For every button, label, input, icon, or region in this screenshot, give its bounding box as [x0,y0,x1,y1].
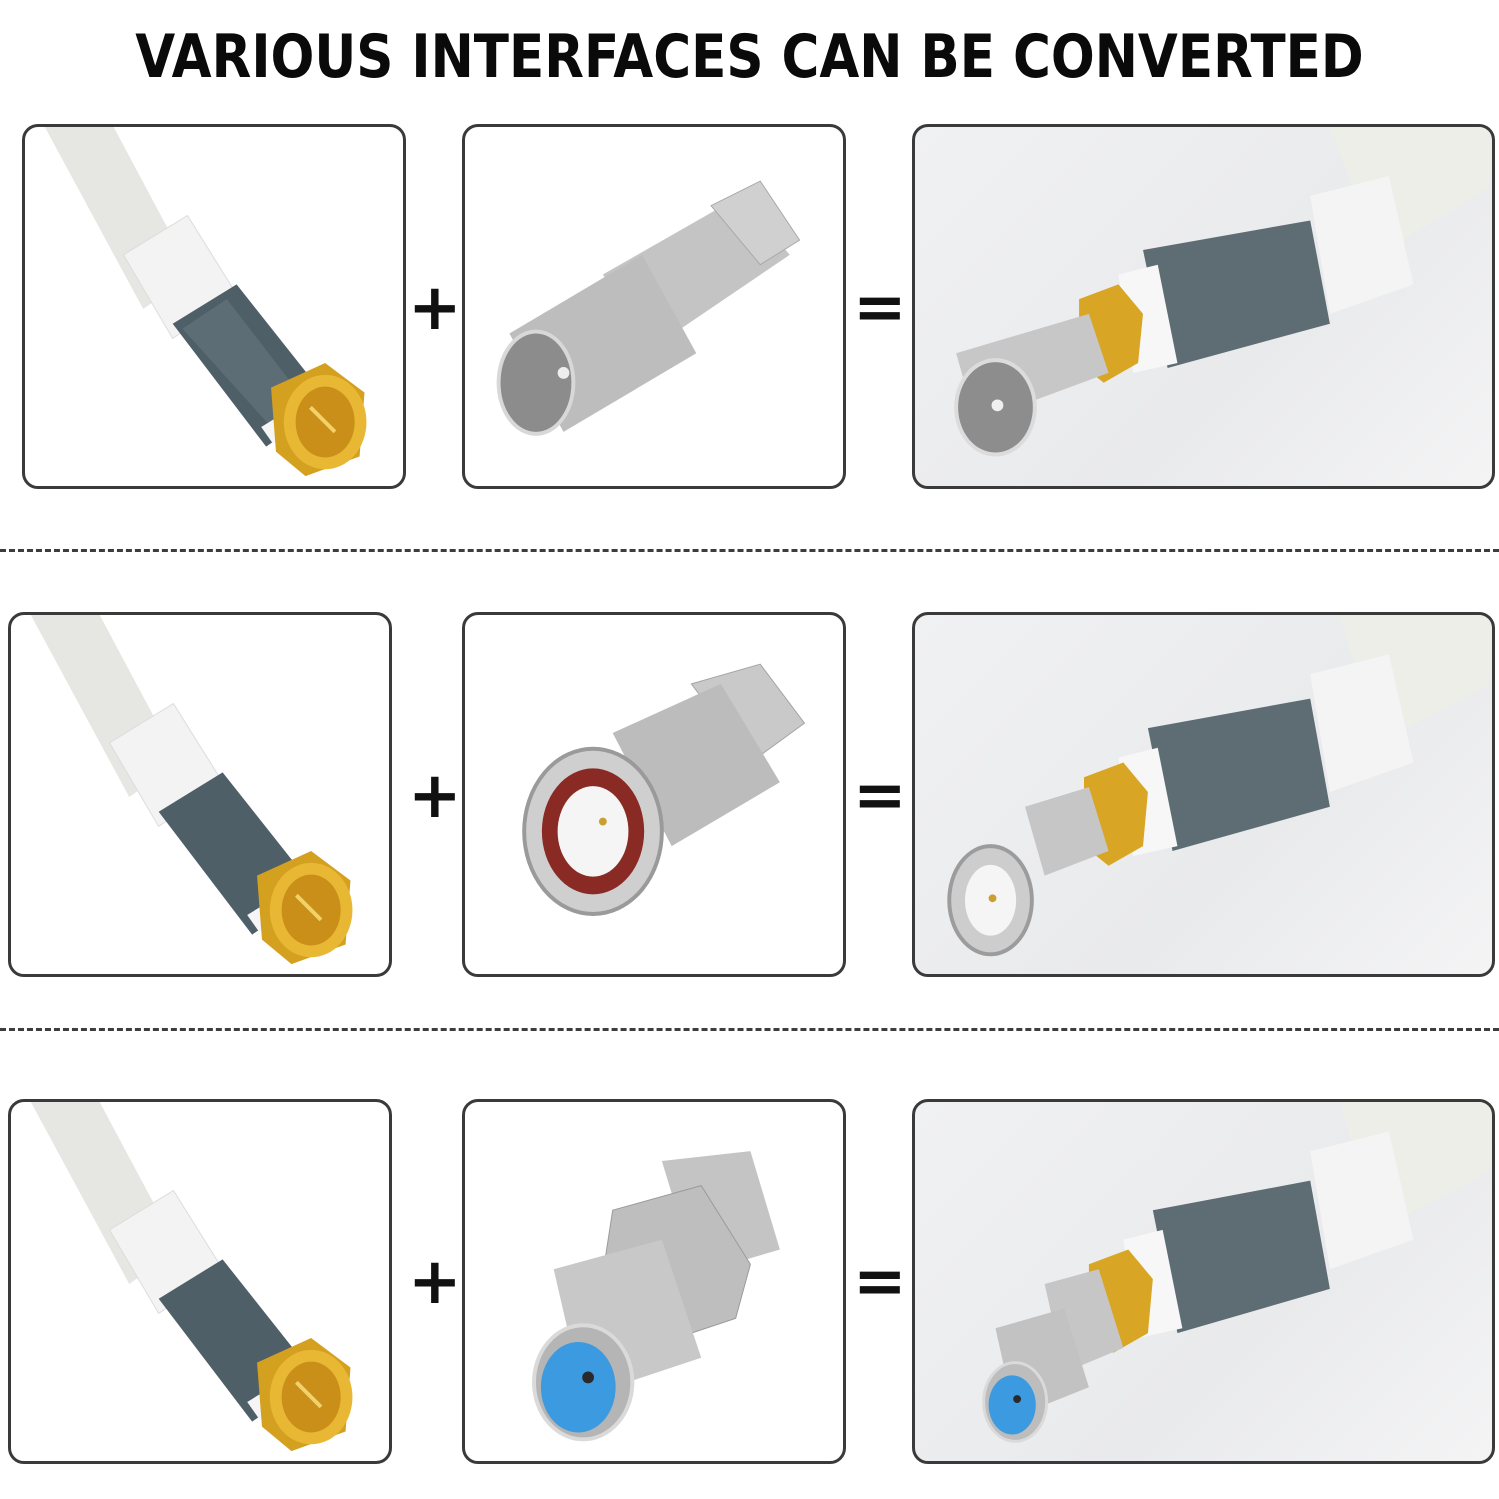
section-divider-2 [0,1028,1499,1031]
plus-operator: + [408,1245,462,1319]
cable-with-barrel-adapter-icon [982,1102,1491,1443]
adapter-image-row3 [462,1099,846,1464]
page-title: VARIOUS INTERFACES CAN BE CONVERTED [135,22,1364,92]
plus-operator: + [408,271,462,345]
equals-operator: = [853,759,907,833]
f-connector-cable-icon [30,1102,353,1452]
plus-operator: + [408,759,462,833]
result-image-row1 [912,124,1495,489]
cable-image-row2 [8,612,392,977]
equals-operator: = [853,271,907,345]
cable-image-row3 [8,1099,392,1464]
iec-male-adapter-icon [496,180,801,436]
cable-with-bnc-adapter-icon [947,615,1491,957]
cable-image-row1 [22,124,406,489]
adapter-image-row1 [462,124,846,489]
section-divider-1 [0,549,1499,552]
result-image-row2 [912,612,1495,977]
adapter-image-row2 [462,612,846,977]
cable-with-iec-adapter-icon [954,127,1491,457]
f-connector-cable-icon [44,127,367,477]
f-female-barrel-adapter-icon [532,1151,780,1442]
f-connector-cable-icon [30,615,353,965]
bnc-male-adapter-icon [522,663,806,916]
result-image-row3 [912,1099,1495,1464]
equals-operator: = [853,1245,907,1319]
